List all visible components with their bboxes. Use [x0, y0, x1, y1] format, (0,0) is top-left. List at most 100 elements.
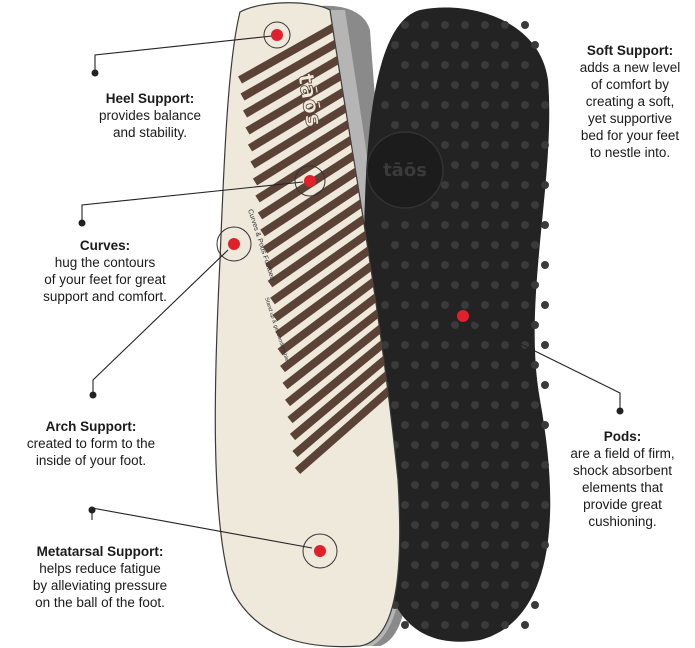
pod: [501, 381, 509, 389]
pod: [391, 401, 399, 409]
pod: [411, 321, 419, 329]
pod: [451, 241, 459, 249]
pod: [471, 281, 479, 289]
pod: [401, 101, 409, 109]
pod: [421, 341, 429, 349]
pod: [441, 501, 449, 509]
pod: [411, 121, 419, 129]
pod: [401, 61, 409, 69]
callout-line: of comfort by: [590, 77, 670, 92]
pod: [521, 381, 529, 389]
pod: [531, 441, 539, 449]
pod: [541, 461, 549, 469]
pod: [451, 561, 459, 569]
pod: [511, 401, 519, 409]
pod: [441, 61, 449, 69]
pod: [511, 241, 519, 249]
pod: [511, 41, 519, 49]
pod: [501, 141, 509, 149]
pod: [461, 621, 469, 629]
pod: [521, 141, 529, 149]
pod: [441, 261, 449, 269]
pod: [531, 41, 539, 49]
pod: [491, 441, 499, 449]
pod: [411, 241, 419, 249]
pod: [451, 441, 459, 449]
callout-title: Heel Support:: [105, 91, 195, 106]
pod: [471, 441, 479, 449]
pod: [431, 121, 439, 129]
pod: [491, 41, 499, 49]
callout-title: Metatarsal Support:: [36, 544, 164, 559]
pod: [501, 301, 509, 309]
pod: [411, 521, 419, 529]
pod: [401, 541, 409, 549]
arch-marker: [228, 238, 240, 250]
pod: [391, 281, 399, 289]
pod: [491, 561, 499, 569]
pod: [491, 321, 499, 329]
pod: [411, 281, 419, 289]
pod: [441, 221, 449, 229]
pod: [491, 81, 499, 89]
logo-emboss-circle: [366, 131, 444, 209]
pod: [431, 401, 439, 409]
pod: [481, 261, 489, 269]
stripe: [287, 326, 400, 424]
pod: [411, 41, 419, 49]
pod: [431, 281, 439, 289]
pod: [391, 361, 399, 369]
pod: [461, 461, 469, 469]
callout-metatarsal-support: Metatarsal Support: helps reduce fatigue…: [0, 543, 200, 611]
pod: [481, 181, 489, 189]
pod: [531, 241, 539, 249]
pod: [531, 561, 539, 569]
pod: [461, 381, 469, 389]
pod: [541, 541, 549, 549]
pod: [521, 221, 529, 229]
pod: [491, 161, 499, 169]
pod: [461, 181, 469, 189]
pod: [431, 601, 439, 609]
pod: [531, 281, 539, 289]
pod: [451, 521, 459, 529]
pod: [481, 61, 489, 69]
pod: [431, 81, 439, 89]
pod: [511, 321, 519, 329]
pod: [471, 601, 479, 609]
stripe: [292, 360, 400, 458]
pod: [501, 101, 509, 109]
pod: [411, 81, 419, 89]
pod: [441, 461, 449, 469]
pod: [521, 181, 529, 189]
leader-lines: [81, 35, 621, 549]
callout-line: provides balance: [98, 108, 202, 123]
pod: [411, 401, 419, 409]
callout-line: on the ball of the foot.: [35, 595, 165, 610]
pod: [451, 81, 459, 89]
pod: [431, 41, 439, 49]
pod: [401, 21, 409, 29]
pod: [511, 441, 519, 449]
pod: [471, 361, 479, 369]
leader-end-dots: [78, 69, 624, 514]
callout-line: elements that: [581, 480, 664, 495]
callout-title: Soft Support:: [586, 43, 674, 58]
pod: [481, 621, 489, 629]
pod: [541, 301, 549, 309]
pod: [501, 461, 509, 469]
callout-line: cushioning.: [588, 514, 657, 529]
pod: [451, 41, 459, 49]
pod: [541, 381, 549, 389]
pods-pattern: [381, 21, 549, 629]
sole-logo: tāōs: [383, 160, 427, 181]
pod: [501, 261, 509, 269]
pod: [391, 321, 399, 329]
pod: [481, 421, 489, 429]
pod: [431, 361, 439, 369]
pod: [461, 541, 469, 549]
callout-line: hug the contours: [54, 255, 156, 270]
pod: [401, 261, 409, 269]
pod: [531, 121, 539, 129]
